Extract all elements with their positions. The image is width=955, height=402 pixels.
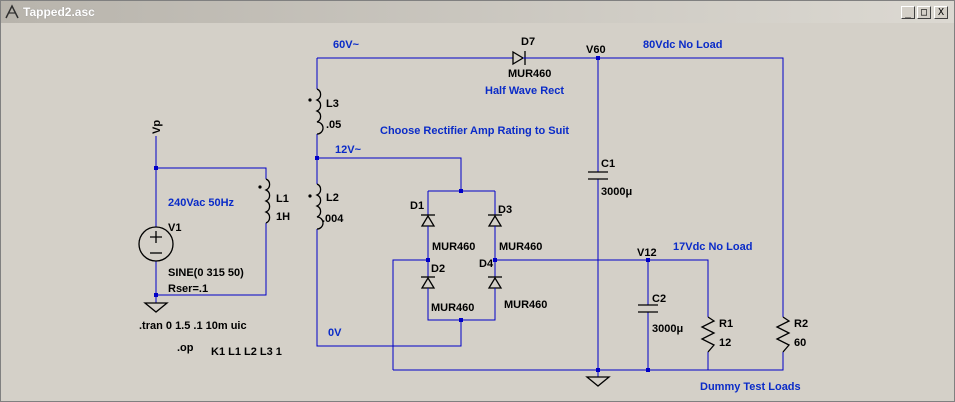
d3-name-label: D3 — [498, 204, 512, 216]
capacitor-c2[interactable] — [638, 304, 658, 313]
l3-value-label: .05 — [326, 119, 341, 131]
close-button[interactable]: X — [934, 6, 948, 19]
diode-d2[interactable] — [420, 276, 436, 299]
c2-value-label: 3000μ — [652, 323, 683, 335]
r2-name-label: R2 — [794, 318, 808, 330]
diode-d4[interactable] — [487, 276, 503, 299]
window-title: Tapped2.asc — [23, 5, 95, 19]
net-label-vp: Vp — [151, 120, 163, 134]
title-bar[interactable]: Tapped2.asc _ □ X — [1, 1, 954, 23]
rser-label: Rser=.1 — [168, 283, 208, 295]
schematic-canvas[interactable]: Vp 240Vac 50Hz V1 SINE(0 315 50) Rser=.1… — [3, 23, 953, 400]
d4-name-label: D4 — [479, 258, 494, 270]
l2-name-label: L2 — [326, 192, 339, 204]
l1-value-label: 1H — [276, 211, 290, 223]
source-spec-label: 240Vac 50Hz — [168, 197, 235, 209]
net-label-0v: 0V — [328, 327, 342, 339]
d2-value-label: MUR460 — [431, 302, 474, 314]
diode-d7[interactable] — [512, 50, 537, 66]
sine-spec-label: SINE(0 315 50) — [168, 267, 244, 279]
dummy-loads-note: Dummy Test Loads — [700, 381, 801, 393]
minimize-button[interactable]: _ — [901, 6, 915, 19]
l2-value-label: .004 — [322, 213, 344, 225]
tran-directive[interactable]: .tran 0 1.5 .1 10m uic — [139, 320, 247, 332]
resistor-r2[interactable] — [775, 316, 791, 353]
ground-icon[interactable] — [585, 376, 611, 387]
inductor-l3[interactable] — [308, 88, 324, 135]
maximize-button[interactable]: □ — [917, 6, 931, 19]
ground-icon[interactable] — [143, 302, 169, 313]
half-wave-note: Half Wave Rect — [485, 85, 564, 97]
net-label-v60: V60 — [586, 44, 606, 56]
inductor-l1[interactable] — [258, 178, 271, 224]
net-label-60v: 60V~ — [333, 39, 360, 51]
c2-name-label: C2 — [652, 293, 666, 305]
ltspice-icon — [5, 4, 19, 19]
l3-name-label: L3 — [326, 98, 339, 110]
d7-value-label: MUR460 — [508, 68, 551, 80]
rectifier-rating-note: Choose Rectifier Amp Rating to Suit — [380, 125, 569, 137]
d4-value-label: MUR460 — [504, 299, 547, 311]
v1-name-label: V1 — [168, 222, 181, 234]
r1-value-label: 12 — [719, 337, 731, 349]
net-label-v12: V12 — [637, 247, 657, 259]
diode-d1[interactable] — [420, 214, 436, 237]
d3-value-label: MUR460 — [499, 241, 542, 253]
resistor-r1[interactable] — [700, 316, 716, 353]
voltage-source-v1[interactable] — [138, 226, 174, 262]
junctions — [154, 56, 650, 372]
no-load-80-note: 80Vdc No Load — [643, 39, 722, 51]
d1-value-label: MUR460 — [432, 241, 475, 253]
d7-name-label: D7 — [521, 36, 535, 48]
r1-name-label: R1 — [719, 318, 733, 330]
wires — [155, 57, 784, 377]
op-directive[interactable]: .op — [177, 342, 194, 354]
diode-d3[interactable] — [487, 214, 503, 237]
r2-value-label: 60 — [794, 337, 806, 349]
capacitor-c1[interactable] — [588, 171, 608, 180]
d2-name-label: D2 — [431, 263, 445, 275]
inductor-l2[interactable] — [308, 183, 324, 230]
c1-name-label: C1 — [601, 158, 615, 170]
c1-value-label: 3000μ — [601, 186, 632, 198]
coupling-directive[interactable]: K1 L1 L2 L3 1 — [211, 346, 282, 358]
l1-name-label: L1 — [276, 193, 289, 205]
d1-name-label: D1 — [410, 200, 424, 212]
net-label-12v: 12V~ — [335, 144, 362, 156]
no-load-17-note: 17Vdc No Load — [673, 241, 752, 253]
